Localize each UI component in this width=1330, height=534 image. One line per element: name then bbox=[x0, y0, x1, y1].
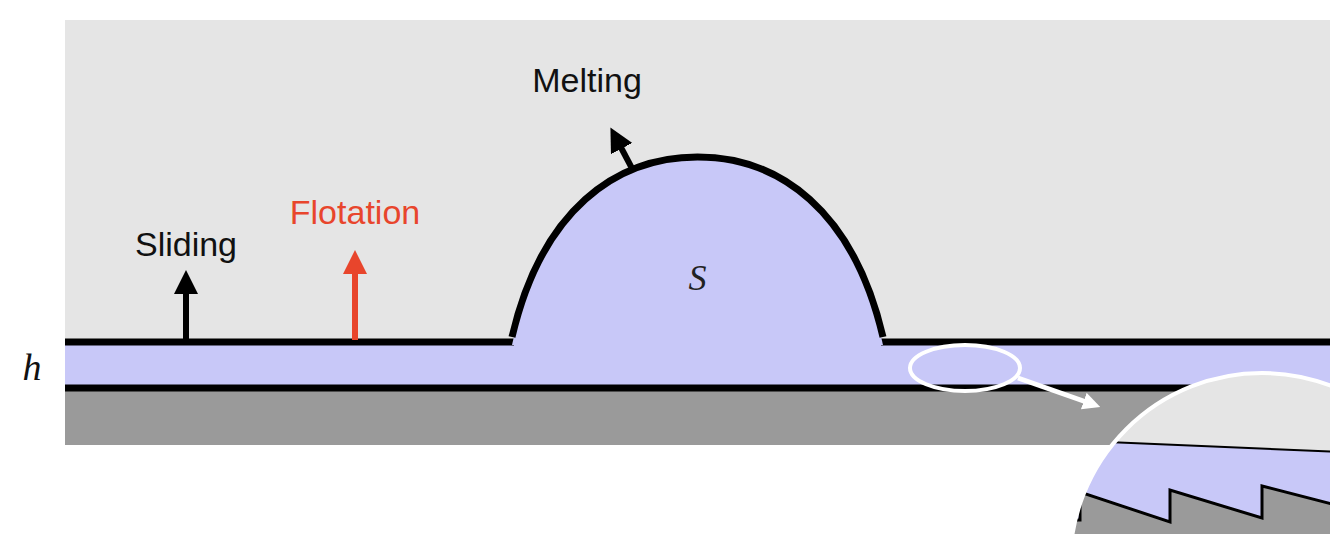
inset-marker bbox=[910, 345, 1020, 391]
channel: S bbox=[512, 153, 883, 343]
water-film bbox=[65, 342, 1330, 388]
flotation-arrow bbox=[352, 262, 358, 340]
water-bed-boundary bbox=[65, 385, 1330, 392]
zoom-arrow bbox=[1018, 378, 1092, 404]
thickness-symbol: h bbox=[23, 345, 42, 389]
zoom-inset bbox=[1060, 370, 1330, 534]
process-label: Melting bbox=[532, 61, 642, 100]
zoom-outline bbox=[1070, 373, 1330, 534]
process-label: Sliding bbox=[135, 225, 237, 264]
sliding-arrow bbox=[183, 282, 189, 340]
ice-water-boundary bbox=[65, 339, 514, 346]
channel-outline bbox=[512, 153, 883, 343]
channel-area-label: S bbox=[689, 257, 707, 299]
process-label: Flotation bbox=[290, 193, 420, 232]
